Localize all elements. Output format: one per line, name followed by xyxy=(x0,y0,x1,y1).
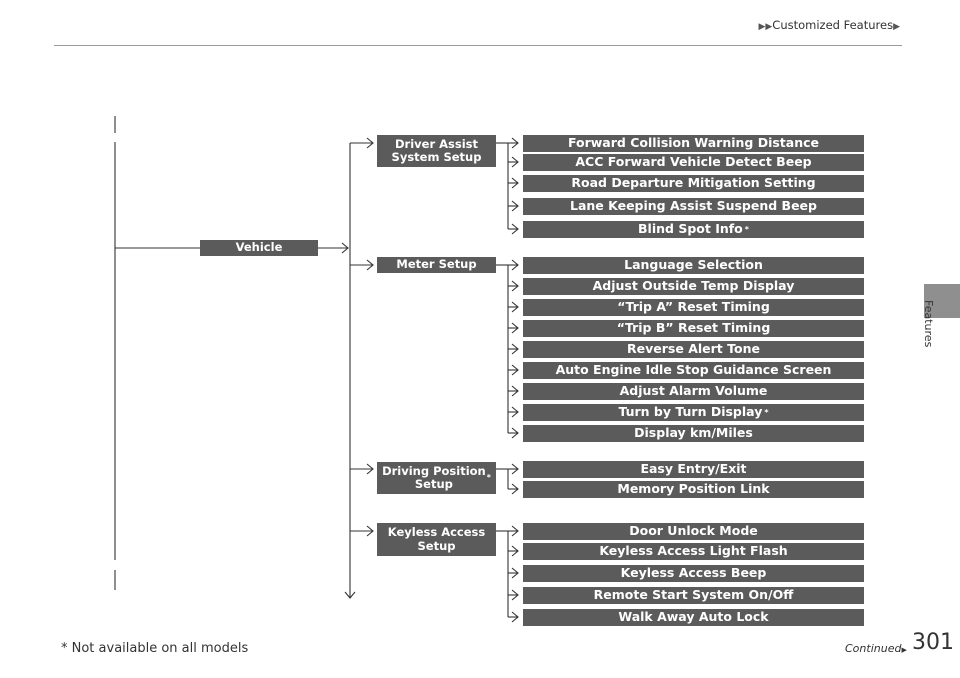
feature-item-adjust-outside-temp-display: Adjust Outside Temp Display xyxy=(523,278,864,295)
feature-item-adjust-alarm-volume: Adjust Alarm Volume xyxy=(523,383,864,400)
feature-item-easy-entry-exit: Easy Entry/Exit xyxy=(523,461,864,478)
feature-item-walk-away-auto-lock: Walk Away Auto Lock xyxy=(523,609,864,626)
feature-item-lane-keeping-assist-suspend-beep: Lane Keeping Assist Suspend Beep xyxy=(523,198,864,215)
feature-item-blind-spot-info: Blind Spot Info* xyxy=(523,221,864,238)
feature-item-trip-b-reset-timing: “Trip B” Reset Timing xyxy=(523,320,864,337)
header-title: Customized Features xyxy=(772,18,894,32)
header-rule xyxy=(54,45,902,46)
feature-item-road-departure-mitigation-setting: Road Departure Mitigation Setting xyxy=(523,175,864,192)
triangle-icon: ▶ xyxy=(893,22,900,32)
feature-item-acc-forward-vehicle-detect-beep: ACC Forward Vehicle Detect Beep xyxy=(523,154,864,171)
section-tab xyxy=(924,284,960,318)
continued-label: Continued▶ xyxy=(845,642,907,655)
footnote-asterisk: * xyxy=(744,224,749,234)
feature-item-keyless-access-light-flash: Keyless Access Light Flash xyxy=(523,543,864,560)
feature-item-door-unlock-mode: Door Unlock Mode xyxy=(523,523,864,540)
triangle-icon: ▶ xyxy=(901,646,907,654)
feature-item-trip-a-reset-timing: “Trip A” Reset Timing xyxy=(523,299,864,316)
feature-item-language-selection: Language Selection xyxy=(523,257,864,274)
feature-item-keyless-access-beep: Keyless Access Beep xyxy=(523,565,864,582)
category-meter-setup: Meter Setup xyxy=(377,257,496,273)
feature-item-forward-collision-warning-distance: Forward Collision Warning Distance xyxy=(523,135,864,152)
feature-item-remote-start-system-on-off: Remote Start System On/Off xyxy=(523,587,864,604)
running-header: ▶▶Customized Features▶ xyxy=(0,18,900,32)
tree-root-vehicle: Vehicle xyxy=(200,240,318,256)
triangle-icon: ▶▶ xyxy=(758,22,773,32)
footnote-asterisk: * xyxy=(486,473,491,483)
feature-item-turn-by-turn-display: Turn by Turn Display* xyxy=(523,404,864,421)
feature-item-memory-position-link: Memory Position Link xyxy=(523,481,864,498)
feature-item-display-km-miles: Display km/Miles xyxy=(523,425,864,442)
feature-item-auto-engine-idle-stop-guidance-screen: Auto Engine Idle Stop Guidance Screen xyxy=(523,362,864,379)
footnote-asterisk: * xyxy=(764,407,769,417)
feature-item-reverse-alert-tone: Reverse Alert Tone xyxy=(523,341,864,358)
page-number: 301 xyxy=(912,630,954,655)
footnote: * Not available on all models xyxy=(61,641,249,656)
